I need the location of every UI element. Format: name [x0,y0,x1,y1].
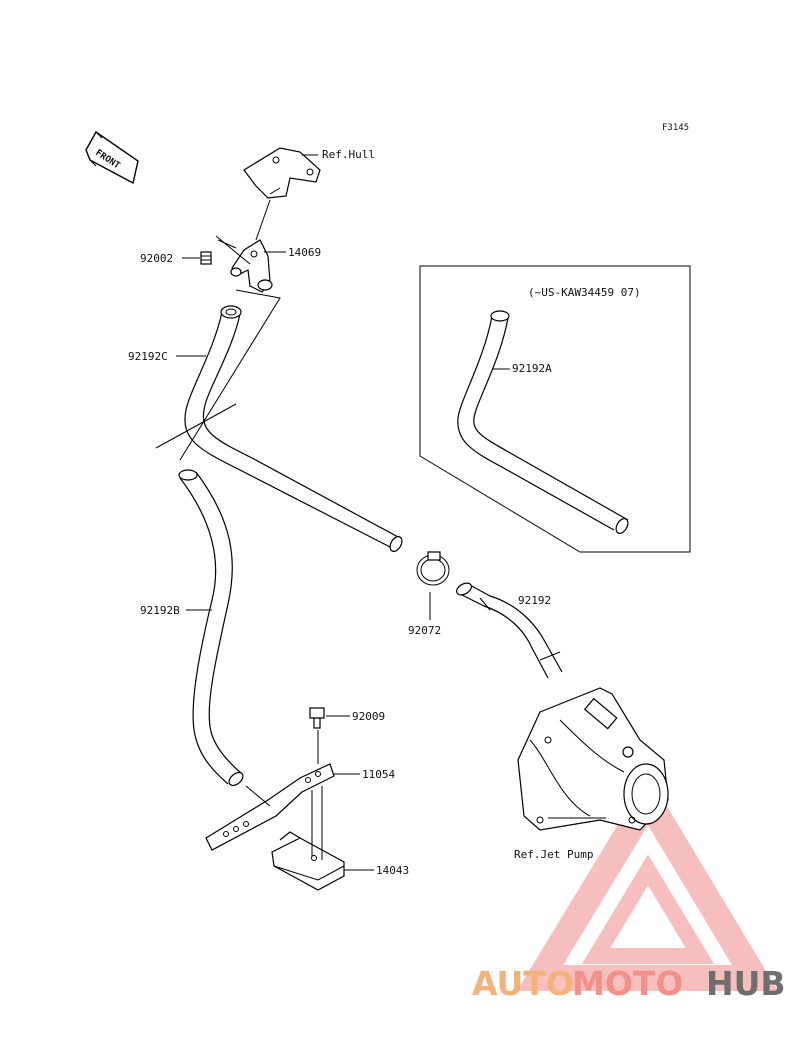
jet-pump [517,687,669,831]
part-14043-label: 14043 [376,864,409,877]
part-92192B-label: 92192B [140,604,180,617]
hose-92192A [457,310,629,534]
watermark-moto: MOTO [572,964,683,1003]
part-92192C-label: 92192C [128,350,168,363]
hose-92192 [456,582,563,679]
hose-92192B [178,469,244,787]
watermark-logo-icon [516,774,778,991]
part-11054-label: 11054 [362,768,395,781]
front-arrow-icon: FRONT [85,130,139,185]
part-92009-label: 92009 [352,710,385,723]
strainer-14043 [271,831,345,891]
watermark-auto: AUTO [472,964,574,1003]
ref-hull-label: Ref.Hull [322,148,375,161]
screw-92002 [200,251,212,265]
fitting-14069 [230,239,273,293]
bracket-11054 [205,763,335,851]
watermark-text: AUTO MOTO HUB [472,964,786,1003]
hose-92192C [184,305,403,552]
ref-jet-pump-label: Ref.Jet Pump [514,848,593,861]
part-92192-label: 92192 [518,594,551,607]
part-14069-label: 14069 [288,246,321,259]
clamp-92072 [416,551,450,586]
screw-92009 [309,707,325,729]
part-92072-label: 92072 [408,624,441,637]
inset-box [419,265,691,553]
part-92192A-label: 92192A [512,362,552,375]
diagram-code: F3145 [662,123,689,133]
inset-note: (~US-KAW34459 07) [528,286,641,299]
hull-bracket [243,147,321,199]
part-92002-label: 92002 [140,252,173,265]
watermark-hub: HUB [706,964,786,1003]
